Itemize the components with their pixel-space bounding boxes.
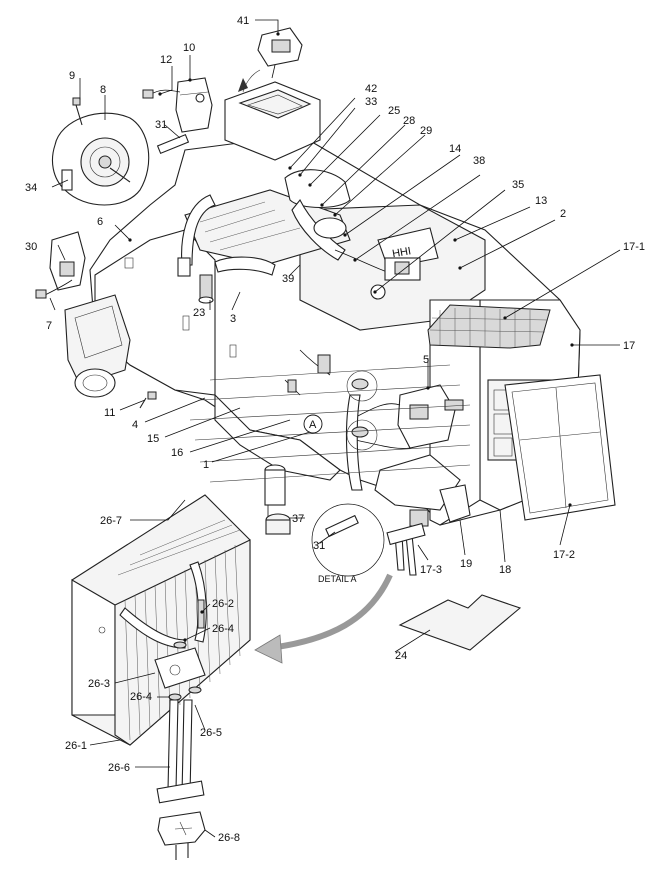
label-detail-a: DETAIL A xyxy=(318,574,357,584)
label-6: 6 xyxy=(97,216,103,228)
label-1: 1 xyxy=(203,459,209,471)
label-35: 35 xyxy=(512,179,524,191)
label-3: 3 xyxy=(230,313,236,325)
nameplate-text: HHI xyxy=(391,245,412,260)
bolt-9 xyxy=(72,97,83,126)
label-4: 4 xyxy=(132,419,138,431)
label-33: 33 xyxy=(365,96,377,108)
label-41: 41 xyxy=(237,15,249,27)
label-30: 30 xyxy=(25,241,37,253)
leader-dots xyxy=(128,32,574,642)
callout-labels: 41 10 12 9 8 31 42 33 25 28 29 14 38 35 … xyxy=(25,15,645,844)
label-7: 7 xyxy=(46,320,52,332)
actuator-10 xyxy=(142,77,213,133)
label-17-1: 17-1 xyxy=(623,241,645,253)
filter-frame-17-2 xyxy=(504,374,616,521)
filter-17-1 xyxy=(427,304,551,349)
label-29: 29 xyxy=(420,125,432,137)
clip-31-bottom xyxy=(325,514,359,538)
blower-outlet xyxy=(64,294,131,386)
bolt-11 xyxy=(139,391,157,409)
label-34: 34 xyxy=(25,182,37,194)
label-17-2: 17-2 xyxy=(553,549,575,561)
gasket-24 xyxy=(398,594,522,651)
label-31-top: 31 xyxy=(155,119,167,131)
label-26-5: 26-5 xyxy=(200,727,222,739)
label-12: 12 xyxy=(160,54,172,66)
label-24: 24 xyxy=(395,650,407,662)
label-26-2: 26-2 xyxy=(212,598,234,610)
detail-a-callout xyxy=(303,414,385,577)
blower-motor-8 xyxy=(51,112,150,206)
label-26-3: 26-3 xyxy=(88,678,110,690)
wiring-harness xyxy=(284,249,421,396)
label-A: A xyxy=(309,419,317,431)
label-11: 11 xyxy=(104,407,115,419)
resistor-30 xyxy=(35,231,86,299)
label-17-3: 17-3 xyxy=(420,564,442,576)
label-26-6: 26-6 xyxy=(108,762,130,774)
label-31-bottom: 31 xyxy=(313,540,325,552)
label-14: 14 xyxy=(449,143,461,155)
label-17: 17 xyxy=(623,340,635,352)
label-5: 5 xyxy=(423,354,429,366)
connector-41 xyxy=(238,27,303,93)
label-18: 18 xyxy=(499,564,511,576)
label-26-4-top: 26-4 xyxy=(212,623,234,635)
label-9: 9 xyxy=(69,70,75,82)
detail-arrow xyxy=(254,573,393,664)
leader-lines xyxy=(49,19,621,838)
label-25: 25 xyxy=(388,105,400,117)
outlet-duct xyxy=(74,368,116,398)
label-16: 16 xyxy=(171,447,183,459)
pipe-lines xyxy=(264,370,378,535)
label-26-4-bottom: 26-4 xyxy=(130,691,152,703)
label-10: 10 xyxy=(183,42,195,54)
label-39: 39 xyxy=(282,273,294,285)
clip-31-top xyxy=(156,133,190,155)
heater-core-assembly xyxy=(177,169,351,304)
label-23: 23 xyxy=(193,307,205,319)
label-15: 15 xyxy=(147,433,159,445)
projection-lines xyxy=(189,364,471,483)
label-8: 8 xyxy=(100,84,106,96)
label-26-7: 26-7 xyxy=(100,515,122,527)
label-28: 28 xyxy=(403,115,415,127)
label-38: 38 xyxy=(473,155,485,167)
label-19: 19 xyxy=(460,558,472,570)
label-26-8: 26-8 xyxy=(218,832,240,844)
expansion-valve-17-3 xyxy=(374,454,471,576)
label-26-1: 26-1 xyxy=(65,740,87,752)
label-13: 13 xyxy=(535,195,547,207)
label-2: 2 xyxy=(560,208,566,220)
label-37: 37 xyxy=(292,513,304,525)
label-42: 42 xyxy=(365,83,377,95)
